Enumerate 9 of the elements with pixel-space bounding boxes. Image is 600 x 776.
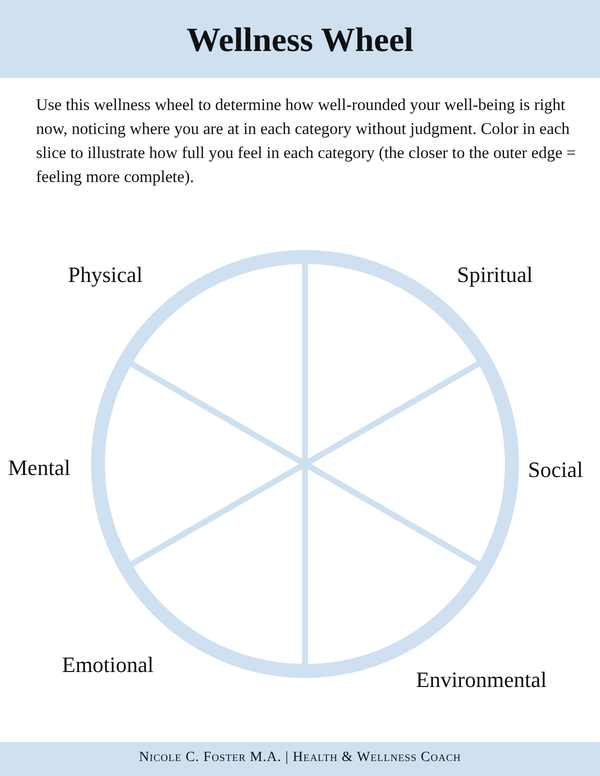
footer-text: Nicole C. Foster M.A. | Health & Wellness Coach	[138, 750, 462, 766]
category-label: Social	[528, 457, 583, 483]
category-label: Physical	[68, 262, 143, 288]
category-label: Mental	[8, 455, 70, 481]
instructions-paragraph: Use this wellness wheel to determine how well-rounded your well-being is right now, noticing where you are at in each category without judgment. Color in each slice to illustrate how full you feel in each category (the closer to the outer edge = feeling more complete).	[36, 94, 576, 188]
category-label: Emotional	[62, 652, 154, 678]
category-label: Environmental	[416, 667, 547, 693]
title: Wellness Wheel	[186, 22, 414, 60]
category-label: Spiritual	[457, 262, 533, 288]
